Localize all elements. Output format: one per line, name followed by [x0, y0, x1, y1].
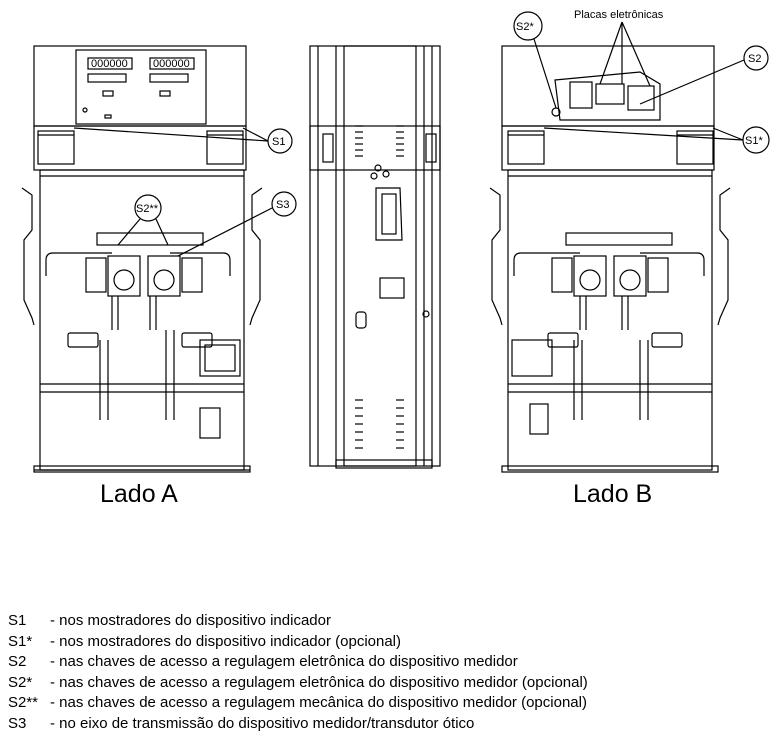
- legend-text: - nas chaves de acesso a regulagem eletr…: [50, 653, 518, 670]
- hook-left: [489, 187, 503, 326]
- callout-s2star-circle: [513, 11, 543, 41]
- legend-item: S3 - no eixo de transmissão do dispositi…: [8, 714, 768, 735]
- meter-left: [107, 255, 141, 297]
- profile-outline: [309, 45, 441, 467]
- display-indicator: [104, 114, 112, 119]
- side-profile-view: [309, 45, 441, 469]
- legend-item: S2** - nas chaves de acesso a regulagem …: [8, 693, 768, 714]
- side-b-body: [507, 169, 713, 471]
- caption-side-b: Lado B: [573, 480, 653, 508]
- display-small-window: [159, 90, 171, 97]
- filter-left: [547, 332, 579, 348]
- seal-box-right: [206, 130, 244, 165]
- filter-left: [67, 332, 99, 348]
- side-a-body: [39, 169, 245, 471]
- meter-right: [147, 255, 181, 297]
- seal-box-left: [37, 130, 75, 165]
- seal-box-right: [676, 130, 714, 165]
- callout-s3: S3: [276, 199, 289, 211]
- side-a-view: 000000 000000: [21, 45, 263, 473]
- manifold: [96, 232, 204, 246]
- meter-left-wheel: [113, 269, 135, 291]
- legend-item: S1* - nos mostradores do dispositivo ind…: [8, 632, 768, 653]
- pipe-loop: [45, 252, 231, 276]
- drain-valve: [529, 403, 549, 435]
- callout-s2: S2: [748, 53, 761, 65]
- seal-box-left: [507, 130, 545, 165]
- legend-text: - nos mostradores do dispositivo indicad…: [50, 612, 331, 629]
- meter-right: [613, 255, 647, 297]
- meter-right-wheel: [153, 269, 175, 291]
- callout-s2ss-circle: [134, 194, 162, 222]
- side-a-callouts: S1 S2** S3: [73, 127, 297, 257]
- hook-left: [21, 187, 35, 326]
- electronic-board-3: [627, 85, 655, 111]
- caption-side-a: Lado A: [100, 480, 178, 508]
- display-panel: [75, 49, 207, 125]
- vent-slots-top: [355, 125, 404, 157]
- side-b-band: [501, 125, 715, 171]
- drain-valve: [199, 407, 221, 439]
- callout-s1star: S1*: [745, 135, 763, 147]
- electronics-housing: [554, 71, 661, 121]
- legend-text: - nas chaves de acesso a regulagem mecân…: [50, 694, 587, 711]
- callout-s1: S1: [272, 136, 285, 148]
- display-digits-left: 000000: [91, 58, 128, 70]
- manifold: [565, 232, 673, 246]
- legend-code: S1*: [8, 632, 33, 650]
- seal-legend: S1 - nos mostradores do dispositivo indi…: [8, 611, 768, 734]
- vent-slots-bottom: [355, 399, 404, 449]
- nozzle-holster: [375, 187, 403, 241]
- callout-s2-circle: [743, 45, 769, 71]
- legend-item: S2* - nas chaves de acesso a regulagem e…: [8, 673, 768, 694]
- valve-left: [551, 257, 573, 293]
- side-a-head: [33, 45, 247, 127]
- legend-code: S1: [8, 612, 27, 629]
- pump-technical-drawing: 000000 000000: [21, 9, 770, 473]
- legend-text: - nos mostradores do dispositivo indicad…: [50, 632, 402, 650]
- display-price-left: [87, 73, 127, 83]
- legend-text: - no eixo de transmissão do dispositivo …: [50, 714, 475, 732]
- callout-s3-circle: [271, 191, 297, 217]
- junction-box: [199, 339, 241, 377]
- legend-text: - nas chaves de acesso a regulagem eletr…: [50, 673, 588, 691]
- electronic-board-1: [569, 81, 593, 109]
- side-b-view: [489, 45, 731, 473]
- profile-front-panel: [343, 45, 417, 467]
- legend-item: S1 - nos mostradores do dispositivo indi…: [8, 611, 768, 632]
- junction-box: [511, 339, 553, 377]
- legend-code: S2: [8, 653, 27, 670]
- callout-s2star: S2*: [516, 21, 534, 33]
- electronic-board-2: [595, 83, 625, 105]
- label-placas: Placas eletrônicas: [574, 9, 664, 21]
- callout-s2ss: S2**: [136, 203, 159, 215]
- display-price-right: [149, 73, 189, 83]
- hook-right: [249, 187, 263, 326]
- display-small-window: [102, 90, 114, 97]
- hook-right: [717, 187, 731, 326]
- legend-code: S2**: [8, 694, 39, 711]
- filter-right: [651, 332, 683, 348]
- legend-item: S2 - nas chaves de acesso a regulagem el…: [8, 652, 768, 673]
- key-hole: [82, 107, 88, 113]
- display-window-right: [149, 57, 195, 70]
- display-window-left: [87, 57, 133, 70]
- meter-left: [573, 255, 607, 297]
- side-b-callouts: Placas eletrônicas S2* S2 S1*: [513, 9, 770, 154]
- valve-right: [181, 257, 203, 293]
- legend-code: S2*: [8, 673, 33, 691]
- valve-left: [85, 257, 107, 293]
- legend-code: S3: [8, 714, 27, 732]
- display-digits-right: 000000: [153, 58, 190, 70]
- valve-right: [647, 257, 669, 293]
